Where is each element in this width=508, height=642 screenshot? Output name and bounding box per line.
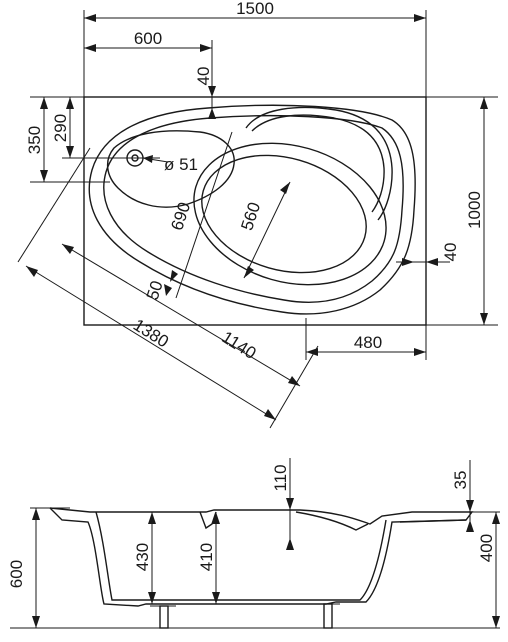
arrow-icon bbox=[480, 313, 488, 325]
dim-40-top: 40 bbox=[194, 67, 213, 86]
arrow-icon bbox=[84, 44, 96, 52]
arrow-icon bbox=[170, 270, 178, 282]
dim-line-1380 bbox=[25, 265, 277, 421]
dim-1500: 1500 bbox=[236, 0, 274, 18]
arrow-icon bbox=[66, 97, 74, 109]
section-headrest bbox=[295, 511, 369, 531]
section-rim bbox=[49, 507, 474, 525]
basin-oval-inner bbox=[201, 154, 367, 274]
basin-oval-outer bbox=[193, 142, 387, 286]
arrow-icon bbox=[402, 258, 414, 266]
arrow-icon bbox=[426, 258, 438, 266]
basin-inner-contour bbox=[103, 114, 404, 303]
arrow-icon bbox=[480, 97, 488, 109]
arrow-icon bbox=[62, 244, 74, 254]
arrow-icon bbox=[32, 508, 40, 520]
ext-line-1380-b bbox=[269, 345, 319, 429]
dim-600-h: 600 bbox=[7, 560, 26, 588]
dim-drain: ø 51 bbox=[164, 155, 198, 174]
dim-350: 350 bbox=[25, 126, 44, 154]
section-view: 600 430 410 110 35 400 bbox=[7, 458, 500, 629]
arrow-icon bbox=[66, 146, 74, 158]
foot-right bbox=[323, 603, 333, 629]
arrow-icon bbox=[280, 182, 290, 194]
basin-outer-contour bbox=[88, 104, 416, 315]
dim-480: 480 bbox=[354, 333, 382, 352]
dim-560: 560 bbox=[237, 200, 264, 233]
arrow-icon bbox=[286, 538, 294, 550]
dim-600: 600 bbox=[134, 29, 162, 48]
dim-690: 690 bbox=[167, 200, 194, 233]
arrow-icon bbox=[414, 348, 426, 356]
dim-400: 400 bbox=[477, 534, 496, 562]
dim-430: 430 bbox=[133, 543, 152, 571]
section-shell bbox=[49, 507, 467, 607]
arrow-icon bbox=[32, 616, 40, 628]
arrow-icon bbox=[466, 500, 474, 512]
arrow-icon bbox=[212, 592, 220, 604]
dim-50: 50 bbox=[143, 278, 167, 302]
dim-line-1140 bbox=[61, 243, 301, 387]
plan-view: 1500 600 40 350 290 ø 51 690 560 bbox=[17, 0, 498, 429]
arrow-icon bbox=[286, 498, 294, 510]
dim-290: 290 bbox=[51, 114, 70, 142]
arrow-icon bbox=[148, 512, 156, 524]
tub-outline-rect bbox=[83, 96, 427, 326]
arrow-icon bbox=[208, 108, 216, 119]
foot-left bbox=[159, 605, 169, 629]
arrow-icon bbox=[164, 284, 172, 296]
headrest-outline bbox=[245, 106, 393, 221]
arrow-icon bbox=[40, 170, 48, 182]
dim-line-560 bbox=[243, 181, 291, 279]
arrow-icon bbox=[306, 348, 318, 356]
arrow-icon bbox=[244, 266, 254, 278]
arrow-icon bbox=[264, 409, 276, 420]
arrow-icon bbox=[492, 512, 500, 524]
dim-40-right: 40 bbox=[441, 243, 460, 262]
arrow-icon bbox=[288, 376, 300, 386]
dim-110: 110 bbox=[271, 464, 290, 491]
arrow-icon bbox=[40, 97, 48, 109]
arrow-icon bbox=[143, 155, 153, 163]
section-inner bbox=[95, 511, 387, 601]
arrow-icon bbox=[200, 44, 212, 52]
headrest-inner bbox=[251, 114, 385, 213]
arrow-icon bbox=[84, 14, 96, 22]
arrow-icon bbox=[26, 266, 38, 277]
arrow-icon bbox=[414, 14, 426, 22]
seat-contour bbox=[107, 130, 235, 208]
dim-35: 35 bbox=[451, 471, 470, 490]
dim-1380: 1380 bbox=[130, 315, 172, 351]
arrow-icon bbox=[212, 512, 220, 524]
arrow-icon bbox=[148, 592, 156, 604]
arrow-icon bbox=[466, 520, 474, 532]
arrow-icon bbox=[492, 616, 500, 628]
arrow-icon bbox=[208, 86, 216, 97]
ext-line-1380-a bbox=[17, 147, 91, 263]
dim-line-690 bbox=[175, 131, 233, 299]
dim-410: 410 bbox=[197, 543, 216, 571]
dim-1000: 1000 bbox=[465, 191, 484, 229]
